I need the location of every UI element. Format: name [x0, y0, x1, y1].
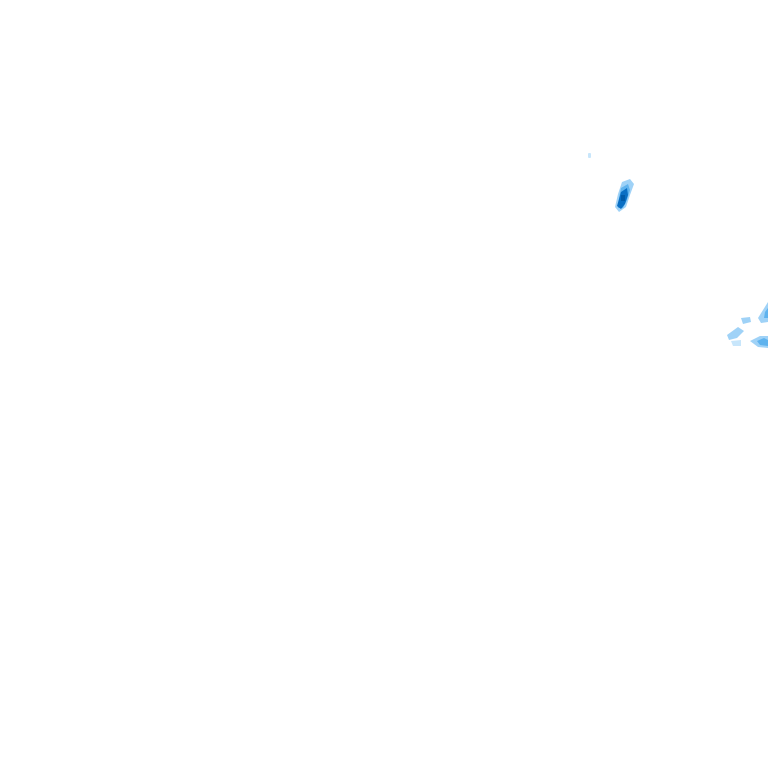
radar-echo-cell-north — [615, 179, 634, 212]
radar-echo-trace-speck — [588, 153, 591, 158]
radar-echo-band-east — [727, 302, 768, 348]
